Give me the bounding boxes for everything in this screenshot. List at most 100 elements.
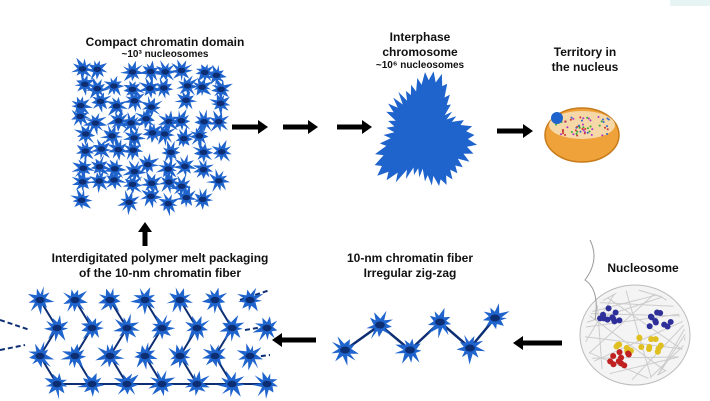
histone-atom <box>621 362 628 369</box>
chromosome-territory-dot <box>580 119 583 122</box>
chromosome-territory-dot <box>606 117 609 120</box>
domain-nucleosome <box>106 96 129 116</box>
melt-nucleosome <box>236 343 263 371</box>
domain-nucleosome <box>73 123 96 146</box>
melt-nucleosome <box>77 373 104 397</box>
domain-nucleosome <box>91 92 112 113</box>
nucleosome-core <box>157 380 167 388</box>
domain-nucleosome <box>172 154 197 177</box>
histone-atom <box>616 341 623 348</box>
interphase-title-1: Interphase <box>389 30 451 44</box>
chromosome-territory-dot <box>597 116 600 119</box>
domain-nucleosome <box>174 89 198 110</box>
domain-nucleosome <box>211 140 232 162</box>
nucleosome-core <box>200 69 209 76</box>
nucleosome-core <box>200 118 208 125</box>
chromosome-territory-dot <box>560 133 563 136</box>
nucleosome-core <box>160 85 168 91</box>
melt-nucleosome <box>166 287 193 313</box>
histone-atom <box>654 309 661 316</box>
chromosome-territory-dot <box>582 129 585 132</box>
melt-nucleosome <box>113 313 140 344</box>
dna-strand <box>638 289 663 298</box>
domain-nucleosome <box>155 157 178 182</box>
nucleosome-core <box>375 321 385 329</box>
melt-nucleosome <box>219 315 245 342</box>
histone-atom <box>646 323 653 330</box>
domain-nucleosome <box>169 59 193 82</box>
nucleosome-core <box>160 131 169 137</box>
nucleosome-core <box>122 380 132 388</box>
nucleosome-core <box>93 85 102 92</box>
nucleosome-core <box>128 69 137 75</box>
nucleosome-core <box>262 324 272 332</box>
domain-nucleosome <box>173 185 198 208</box>
chromosome-territory-dot <box>575 132 578 135</box>
territory-label-1: Territory in <box>553 45 617 59</box>
histone-atom <box>638 343 645 350</box>
domain-nucleosome <box>118 111 144 136</box>
chromosome-territory-dot <box>577 124 580 127</box>
nucleosome-core <box>127 120 135 126</box>
histone-atom <box>657 342 664 349</box>
domain-nucleosome <box>105 171 127 190</box>
histone-atom <box>610 361 617 368</box>
nucleosome-core <box>210 352 220 360</box>
domain-nucleosome <box>71 96 93 118</box>
chromosome-territory-dot <box>570 116 573 119</box>
nucleosome-core <box>157 324 167 332</box>
chromosome-territory-dot <box>581 123 584 126</box>
histone-atom <box>636 335 643 342</box>
domain-nucleosome <box>71 157 95 179</box>
nucleosome-core <box>108 133 116 139</box>
chromosome-territory-dot <box>569 118 572 121</box>
nucleosome-core <box>112 103 121 109</box>
chromosome-territory-dot <box>588 130 591 133</box>
right-arrow-3 <box>362 120 372 134</box>
nucleosome-core <box>165 118 173 125</box>
nucleosome-label: Nucleosome <box>607 261 679 275</box>
dna-strand <box>657 334 686 376</box>
chromosome-territory-dot <box>576 134 579 137</box>
domain-nucleosome <box>138 60 164 84</box>
nucleosome-core <box>405 346 415 354</box>
nucleosome-core <box>105 352 115 360</box>
domain-nucleosome <box>170 109 191 131</box>
chromosome-territory-dot <box>605 125 608 128</box>
nucleosome-core <box>146 68 155 75</box>
chromosome-territory-dot <box>589 125 592 128</box>
fiber-nucleosome <box>456 334 486 365</box>
domain-nucleosome <box>192 77 213 96</box>
compact-domain-count: ~10³ nucleosomes <box>121 49 209 60</box>
domain-nucleosome <box>135 152 160 174</box>
histone-tail <box>584 239 597 321</box>
dna-strand <box>588 351 649 379</box>
fiber-nucleosome <box>394 338 422 364</box>
domain-nucleosome <box>205 64 227 87</box>
histone-atom <box>605 305 612 312</box>
nucleosome-core <box>114 146 123 153</box>
chromosome-territory-dot <box>586 127 589 130</box>
dna-strand <box>658 295 667 301</box>
nucleosome-core <box>76 113 85 120</box>
nucleosome-core <box>130 168 139 175</box>
nucleosome-core <box>148 130 157 136</box>
chromosome-territory-dot <box>598 124 601 127</box>
domain-nucleosome <box>71 172 93 192</box>
domain-nucleosome <box>140 187 163 209</box>
nucleosome-core <box>147 180 156 187</box>
nucleosome-core <box>217 149 226 155</box>
nucleosome-core <box>195 133 204 139</box>
nucleosome-core <box>175 352 185 360</box>
melt-nucleosome <box>95 343 125 368</box>
domain-nucleosome <box>71 105 91 127</box>
fiber-nucleosome <box>427 307 452 339</box>
dna-strand <box>602 292 617 302</box>
nucleosome-core <box>192 380 202 388</box>
chromosome-territory-dot <box>607 118 610 121</box>
dna-strand <box>584 336 683 350</box>
nucleosome-core <box>245 296 255 304</box>
melt-nucleosome <box>151 314 176 340</box>
chromosome-territory-dot <box>582 117 585 120</box>
nucleosome-core <box>95 178 104 184</box>
